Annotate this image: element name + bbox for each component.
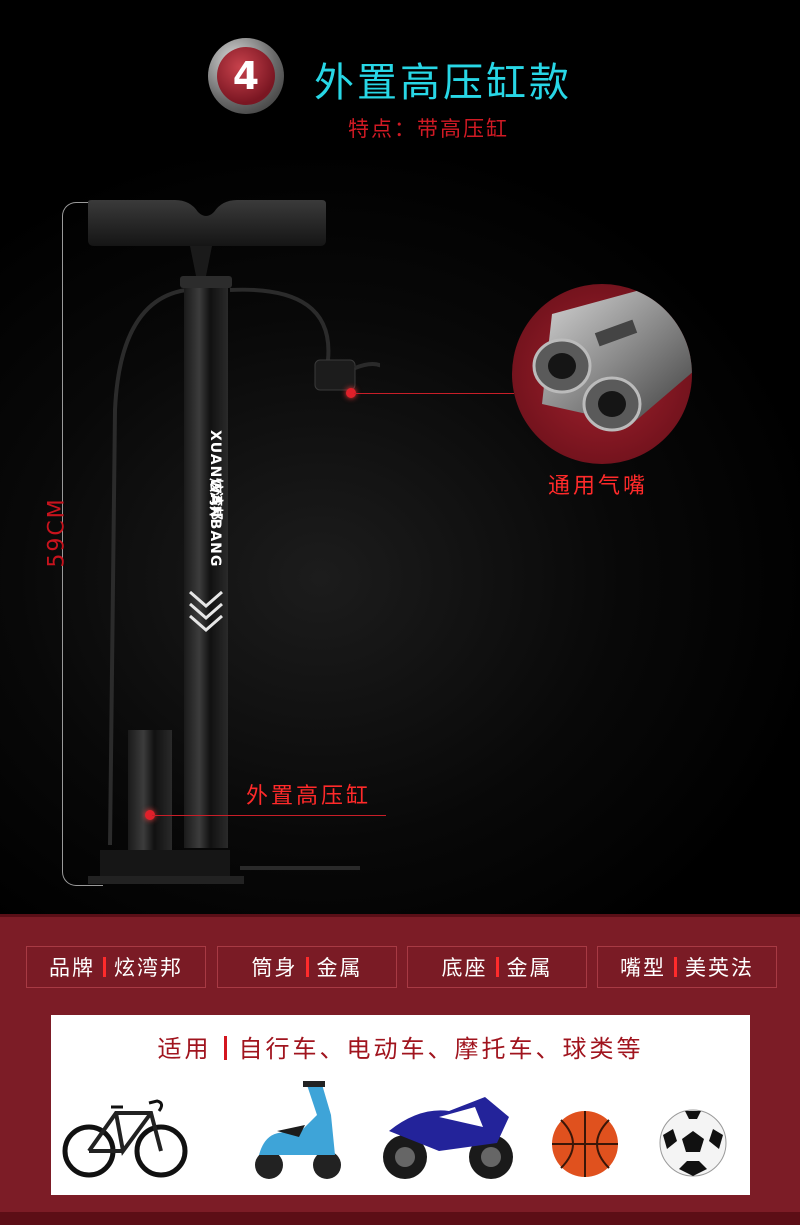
usage-text: 自行车、电动车、摩托车、球类等 <box>238 1035 644 1063</box>
usage-label: 适用 <box>157 1035 212 1063</box>
pump-illustration <box>88 200 380 884</box>
nozzle-callout-line <box>354 393 514 394</box>
height-bracket <box>62 202 103 886</box>
number-badge-value: 4 <box>217 47 275 105</box>
number-badge: 4 <box>208 38 284 114</box>
spec-value: 炫湾邦 <box>114 956 183 980</box>
page-subtitle: 特点：带高压缸 <box>348 117 509 141</box>
usage-line: 适用自行车、电动车、摩托车、球类等 <box>51 1029 750 1064</box>
spec-key: 底座 <box>441 956 488 980</box>
spec-key: 筒身 <box>251 956 298 980</box>
basketball-icon <box>552 1111 618 1177</box>
soccer-ball-icon <box>659 1109 727 1177</box>
barrel-brand: XUANWANBANG <box>76 430 226 567</box>
barrel-brand-cn: 炫湾邦 <box>206 478 226 520</box>
pump-barrel <box>184 288 228 848</box>
page-title: 外置高压缸款 <box>314 60 572 106</box>
spec-key: 嘴型 <box>620 956 666 980</box>
spec-value: 金属 <box>506 956 553 980</box>
spec-key: 品牌 <box>49 956 95 980</box>
scooter-icon <box>255 1081 341 1179</box>
nozzle-closeup <box>532 284 692 432</box>
cylinder-callout-line <box>152 815 386 816</box>
spec-body: 筒身金属 <box>217 946 397 988</box>
pump-handle <box>88 200 326 246</box>
nozzle-label: 通用气嘴 <box>548 474 649 499</box>
external-cylinder <box>128 730 172 852</box>
bicycle-icon <box>62 1099 188 1178</box>
bottom-stripe <box>0 1212 800 1225</box>
spec-value: 金属 <box>316 956 363 980</box>
cylinder-label: 外置高压缸 <box>246 784 372 809</box>
nozzle-zoom-circle <box>512 284 692 464</box>
spec-value: 美英法 <box>685 956 754 980</box>
motorcycle-icon <box>383 1097 513 1179</box>
band-divider <box>0 914 800 917</box>
spec-brand: 品牌炫湾邦 <box>26 946 206 988</box>
spec-nozzle: 嘴型美英法 <box>597 946 777 988</box>
nozzle-marker <box>346 388 356 398</box>
cylinder-marker <box>145 810 155 820</box>
spec-base: 底座金属 <box>407 946 587 988</box>
height-label: 59CM <box>44 497 70 568</box>
usage-card: 适用自行车、电动车、摩托车、球类等 <box>51 1015 750 1195</box>
